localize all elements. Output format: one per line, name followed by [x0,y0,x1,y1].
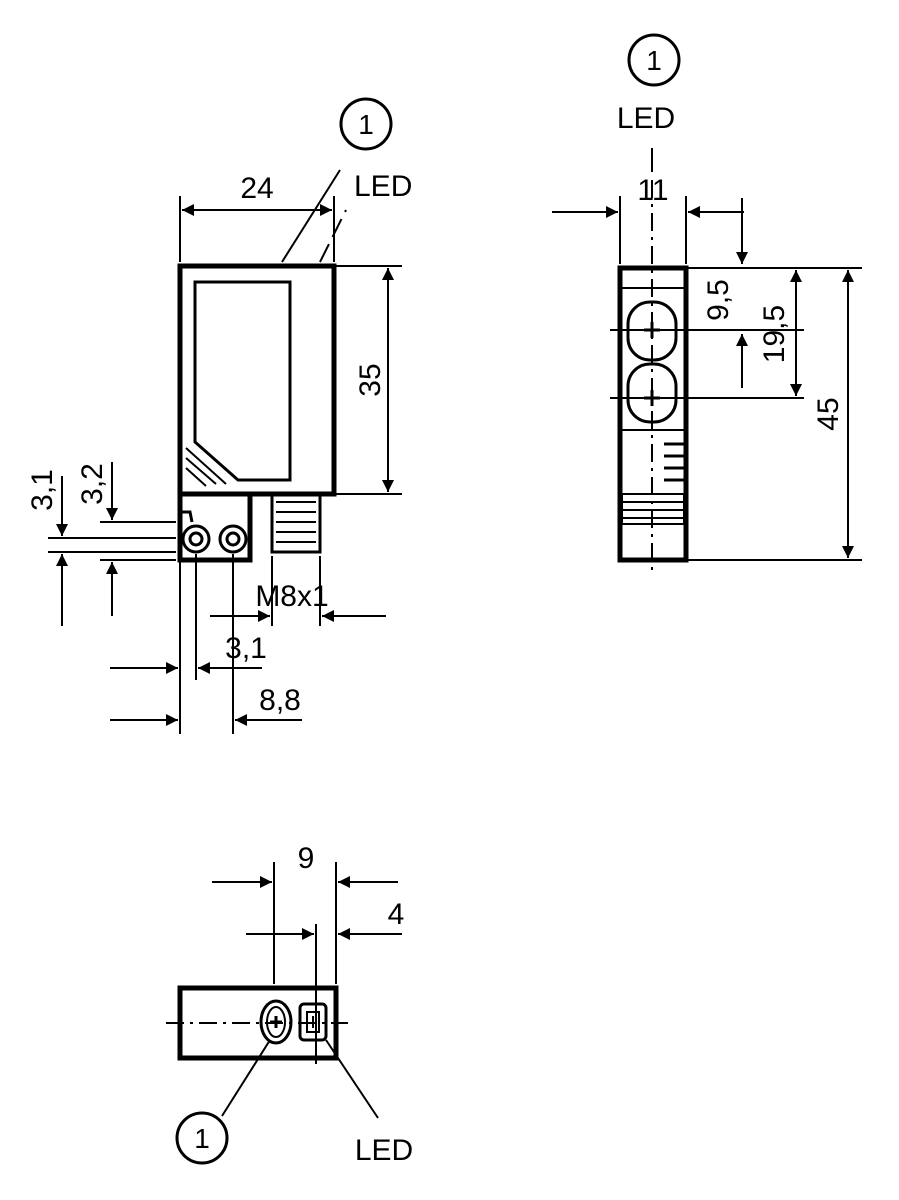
front-led-label: LED [354,170,412,203]
dim-11-label: 11 [637,174,668,207]
side-marker-circle [627,33,681,87]
mounting-holes [181,524,248,554]
top-view: 9 4 1 LED [166,842,413,1167]
dim-24-label: 24 [240,172,273,205]
front-view: 24 LED 1 35 3,1 3,2 M8x1 3, [26,97,412,734]
dim-3-2-label: 3,2 [76,463,109,505]
front-lens-window [193,280,292,482]
front-hatch [185,447,227,487]
dim-9-5-label: 9,5 [702,279,735,321]
dim-9-label: 9 [298,842,315,875]
top-marker-circle [175,1111,229,1165]
front-marker-label: 1 [358,109,374,140]
side-view: 11 LED 1 9,5 19,5 45 [552,33,862,572]
dim-4-label: 4 [388,898,405,931]
top-marker-label: 1 [194,1123,210,1154]
m8-connector [270,492,322,554]
top-lens [259,999,293,1045]
top-led-label: LED [355,1134,413,1167]
dim-3-1-vertical-label: 3,1 [26,469,59,511]
dim-19-5-label: 19,5 [758,305,791,363]
side-lens-lower [626,362,678,424]
mounting-tab [177,494,253,563]
front-housing [177,263,337,497]
dim-m8-label: M8x1 [255,580,328,613]
dim-8-8-label: 8,8 [259,684,301,717]
dim-45-label: 45 [812,397,845,430]
side-led-label: LED [617,102,675,135]
top-led-square [298,1002,328,1042]
side-marker-label: 1 [646,45,662,76]
dim-3-1-horizontal-label: 3,1 [225,632,267,665]
dim-35-label: 35 [354,363,387,396]
side-led-ticks [664,442,684,482]
front-marker-circle [339,97,393,151]
